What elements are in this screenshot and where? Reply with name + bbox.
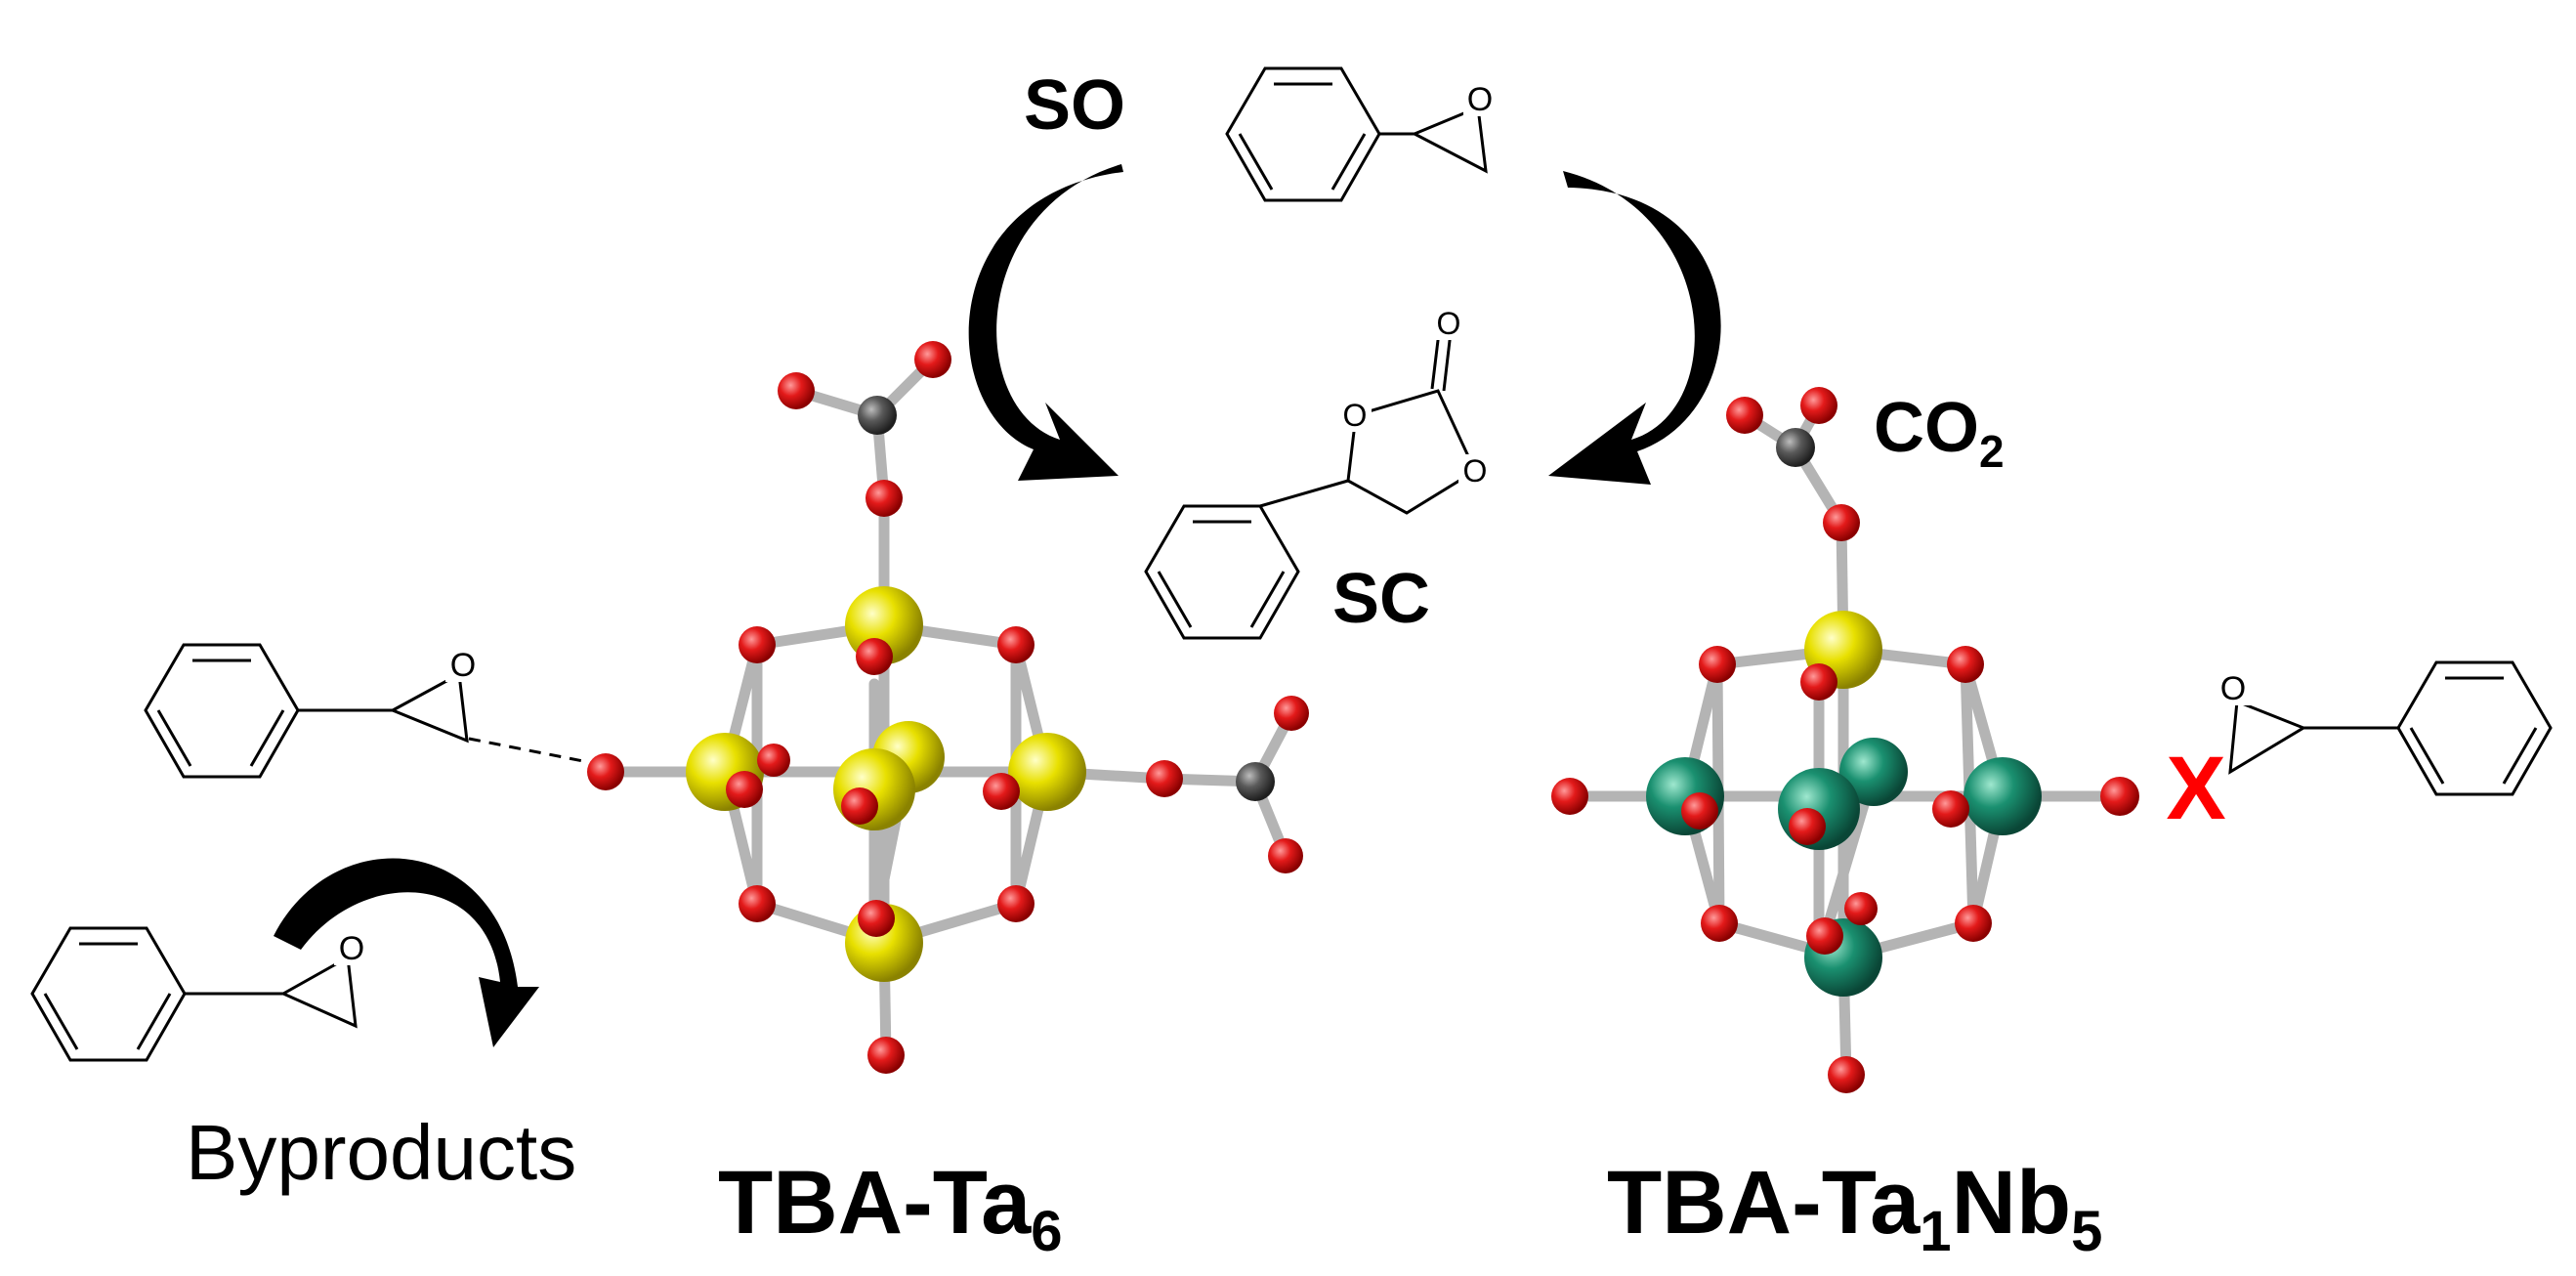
- carbon-atom: [858, 396, 897, 435]
- atom-label-oxygen: O: [1437, 306, 1461, 341]
- byproducts-label: Byproducts: [186, 1109, 576, 1196]
- ta6-bonds: [600, 354, 1297, 1061]
- atom-label-oxygen: O: [1463, 453, 1488, 489]
- ta-atom: [1008, 733, 1086, 811]
- styrene-carbonate: O O O: [1144, 305, 1492, 640]
- curved-arrow-left: [968, 164, 1123, 481]
- dashed-interaction-line: [468, 737, 589, 764]
- co2-label: CO2: [1874, 389, 2005, 477]
- curved-arrow-right: [1548, 171, 1721, 485]
- ta6-label: TBA-Ta6: [718, 1153, 1063, 1263]
- styrene-oxide-top: O: [1225, 66, 1497, 202]
- atom-label-oxygen: O: [1343, 398, 1368, 433]
- styrene-oxide-lower-left: O: [30, 926, 369, 1062]
- carbon-atom: [1776, 428, 1815, 467]
- so-label: SO: [1024, 66, 1125, 145]
- atom-label-oxygen: O: [1467, 81, 1493, 118]
- styrene-oxide-left: O: [144, 643, 589, 779]
- styrene-oxide-right: O: [2216, 660, 2553, 796]
- ta-atom: [833, 748, 915, 830]
- tanb5-label: TBA-Ta1Nb5: [1607, 1153, 2102, 1263]
- atom-label-oxygen: O: [339, 930, 364, 967]
- ta6-cluster: [587, 341, 1309, 1074]
- atom-label-oxygen: O: [450, 647, 476, 684]
- carbon-atom: [1236, 762, 1275, 801]
- nb-atom: [1964, 757, 2042, 835]
- sc-label: SC: [1332, 560, 1430, 638]
- tanb5-cluster: [1551, 387, 2139, 1093]
- blocked-mark: X: [2166, 739, 2225, 838]
- curved-arrow-byproducts: [274, 858, 539, 1047]
- ta6-oxygen-atoms: [587, 341, 1309, 1074]
- nb-atom: [1839, 738, 1908, 806]
- tanb5-oxygen-atoms: [1551, 387, 2139, 1093]
- atom-label-oxygen: O: [2220, 670, 2246, 707]
